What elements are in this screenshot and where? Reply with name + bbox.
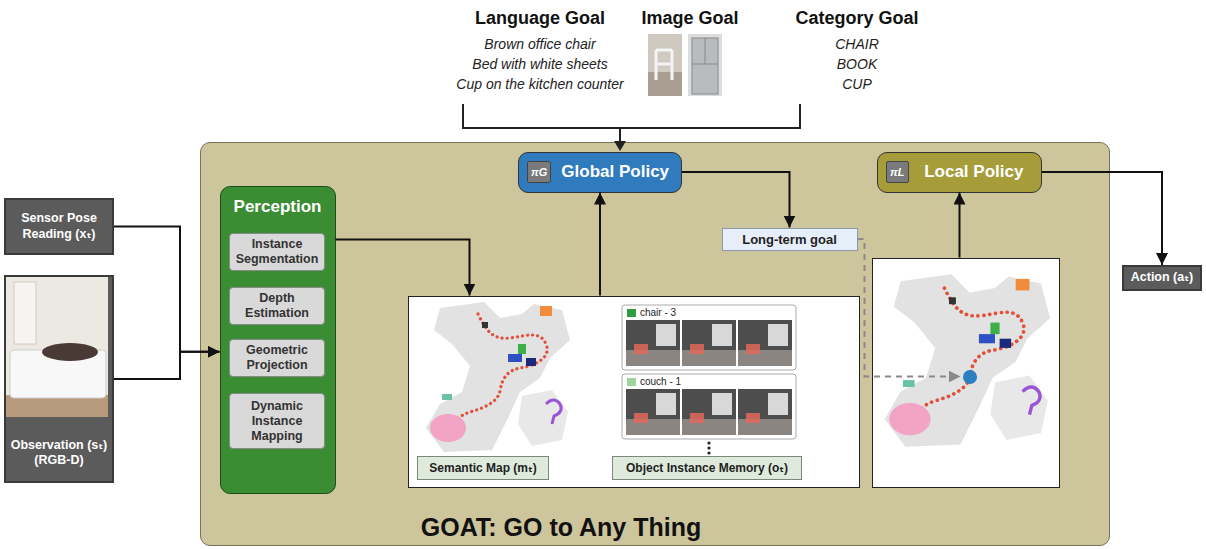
node-text: Dynamic Instance Mapping <box>232 399 322 444</box>
node-text: πG <box>527 161 551 183</box>
goal-bracket <box>462 104 801 151</box>
map-label-box: Object Instance Memory (oₜ) <box>612 456 802 480</box>
observation-photo <box>6 277 108 417</box>
image-goal-pictures <box>648 34 722 96</box>
flow-arrow <box>599 193 601 296</box>
goal-example: CUP <box>842 76 872 92</box>
node-text: Global Policy <box>551 162 673 182</box>
input-box: Sensor Pose Reading (xₜ) <box>4 198 114 255</box>
goal-example: Brown office chair <box>484 36 595 52</box>
card-title: chair - 3 <box>640 307 676 318</box>
card-title: couch - 1 <box>640 376 681 387</box>
flow-arrow <box>858 239 961 377</box>
step-box: Geometric Projection <box>229 339 325 377</box>
node-text: Perception <box>221 197 335 217</box>
flow-arrow <box>114 352 220 379</box>
module-box: PerceptionInstance SegmentationDepth Est… <box>220 186 336 494</box>
node-text: Long-term goal <box>742 232 837 247</box>
map-label-box: Semantic Map (mₜ) <box>417 456 549 480</box>
goal-heading: Category Goal <box>795 8 918 29</box>
semantic-map <box>426 274 1050 452</box>
node-text: Instance Segmentation <box>232 237 322 267</box>
goal-box: Long-term goal <box>722 228 858 251</box>
node-text: Local Policy <box>909 162 1033 182</box>
node-text: πL <box>886 161 909 183</box>
step-box: Dynamic Instance Mapping <box>229 393 325 449</box>
policy-box: πLLocal Policy <box>877 152 1042 193</box>
goal-example: Cup on the kitchen counter <box>456 76 623 92</box>
node-text: Geometric Projection <box>232 343 322 373</box>
goal-example: CHAIR <box>835 36 879 52</box>
flow-arrow <box>336 240 470 296</box>
goal-heading: Image Goal <box>641 8 738 29</box>
node-text: GOAT: GO to Any Thing <box>421 513 702 542</box>
goal-heading: Language Goal <box>475 8 605 29</box>
step-box: Depth Estimation <box>229 287 325 325</box>
goal-example: BOOK <box>837 56 877 72</box>
node-text: Depth Estimation <box>232 291 322 321</box>
policy-box: πGGlobal Policy <box>518 152 682 193</box>
node-text: Sensor Pose Reading (xₜ) <box>9 211 109 242</box>
flow-arrow <box>114 227 220 352</box>
node-text: Object Instance Memory (oₜ) <box>626 461 788 475</box>
output-box: Action (aₜ) <box>1122 265 1202 291</box>
goal-example: Bed with white sheets <box>472 56 607 72</box>
flow-arrow <box>682 172 790 228</box>
node-text: (RGB-D) <box>34 453 83 469</box>
instance-memory-cards <box>622 305 796 455</box>
node-text: Observation (sₜ) <box>11 438 108 454</box>
node-text: Semantic Map (mₜ) <box>429 461 536 475</box>
flow-arrow <box>959 193 961 258</box>
step-box: Instance Segmentation <box>229 233 325 271</box>
node-text: Action (aₜ) <box>1131 270 1193 286</box>
flow-arrow <box>1042 172 1162 265</box>
